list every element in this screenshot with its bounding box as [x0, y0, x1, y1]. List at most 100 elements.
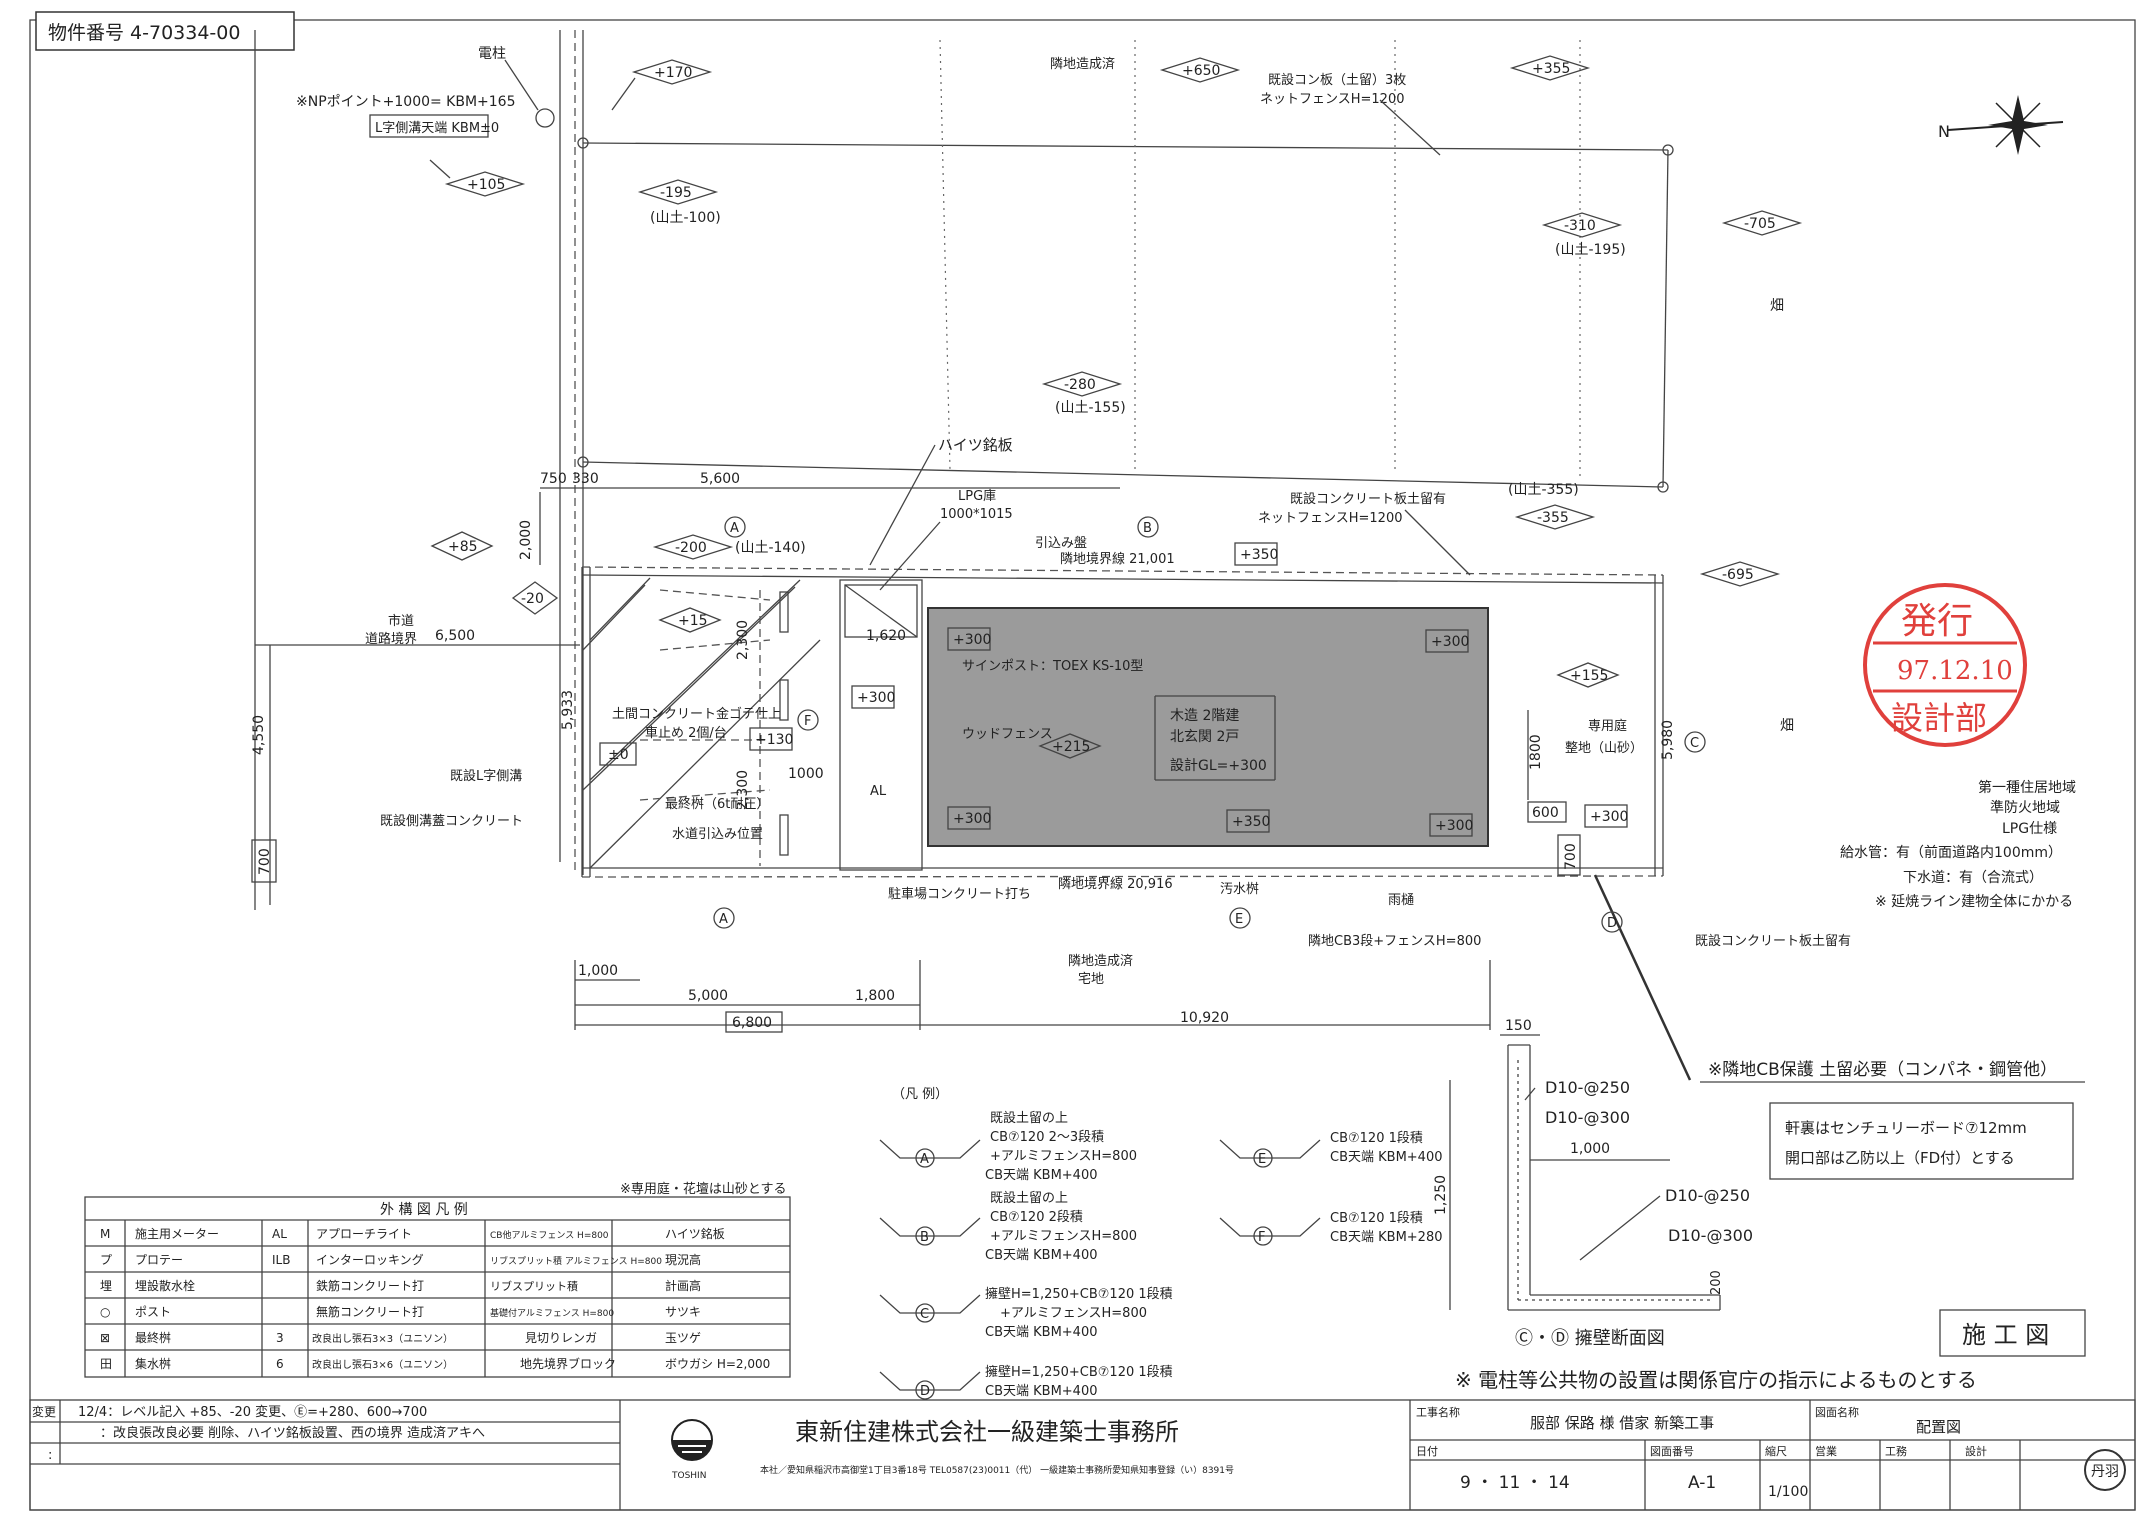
svg-text:+85: +85	[448, 539, 478, 555]
intake-board-label: 引込み盤	[1035, 536, 1087, 551]
net-fence-top: ネットフェンスH=1200	[1260, 92, 1405, 107]
building-entrance: 北玄関 2戸	[1170, 728, 1239, 745]
title-block: 変更 12/4：レベル記入 +85、-20 変更、Ⓔ=+280、600→700 …	[29, 1399, 2136, 1511]
svg-text:ボウガシ H=2,000: ボウガシ H=2,000	[665, 1357, 770, 1371]
svg-text:A: A	[920, 1152, 929, 1167]
parking-area	[582, 577, 821, 869]
private-garden-leveling: 整地（山砂）	[1565, 741, 1643, 756]
svg-text:C: C	[1690, 736, 1699, 751]
svg-text:改良出し張石3×6（ユニソン）: 改良出し張石3×6（ユニソン）	[312, 1358, 453, 1371]
wall-section-title: Ⓒ・Ⓓ 擁壁断面図	[1515, 1328, 1665, 1349]
svg-text:+105: +105	[467, 177, 505, 193]
field-label-1: 畑	[1770, 298, 1784, 314]
svg-text:+300: +300	[953, 632, 991, 648]
svg-text:CB天端 KBM+400: CB天端 KBM+400	[985, 1168, 1098, 1183]
existing-retaining-label: 既設コンクリート板土留有	[1290, 491, 1446, 507]
section-legend-title: （凡 例）	[892, 1087, 948, 1102]
svg-text:ハイツ銘板: ハイツ銘板	[665, 1226, 725, 1241]
svg-text:A: A	[719, 912, 728, 927]
construction-col: 工務	[1885, 1444, 1907, 1458]
right-retaining-label: 既設コンクリート板土留有	[1695, 933, 1851, 949]
svg-text:D10-@250: D10-@250	[1545, 1078, 1630, 1097]
utility-pole-label: 電柱	[478, 46, 506, 62]
retaining-wall-section: 150 1,250 1,000 200 D10-@250 D10-@300 D1…	[1433, 1018, 1753, 1349]
svg-text:+300: +300	[953, 811, 991, 827]
svg-text:+350: +350	[1232, 814, 1270, 830]
svg-text:E: E	[1235, 912, 1243, 927]
building-footprint	[927, 607, 1489, 847]
gutter-cover-label: 雨樋	[1388, 892, 1414, 908]
building-gl: 設計GL=+300	[1170, 758, 1267, 774]
svg-text:埋設散水栓: 埋設散水栓	[135, 1278, 195, 1293]
drawing-name-label: 図面名称	[1815, 1405, 1859, 1419]
company-address: 本社／愛知県稲沢市高御堂1丁目3番18号 TEL0587(23)0011（代） …	[760, 1464, 1234, 1476]
svg-text:CB⑦120 1段積: CB⑦120 1段積	[1330, 1211, 1423, 1226]
svg-text:330: 330	[572, 471, 599, 487]
svg-text:鉄筋コンクリート打: 鉄筋コンクリート打	[316, 1278, 424, 1293]
svg-text:アプローチライト: アプローチライト	[316, 1227, 412, 1241]
wood-fence-label: ウッドフェンス	[962, 727, 1053, 742]
svg-text:発行: 発行	[1901, 601, 1973, 642]
project-name: 服部 保路 様 借家 新築工事	[1530, 1414, 1714, 1432]
drawing-number: A-1	[1688, 1473, 1716, 1493]
date-label: 日付	[1416, 1445, 1438, 1458]
svg-text:AL: AL	[272, 1227, 287, 1241]
svg-text:CB天端 KBM+400: CB天端 KBM+400	[985, 1248, 1098, 1263]
svg-text:既設土留の上: 既設土留の上	[990, 1190, 1068, 1206]
svg-text:○: ○	[100, 1305, 110, 1319]
city-road-label: 市道	[388, 613, 414, 629]
svg-text:F: F	[1258, 1230, 1265, 1245]
svg-text:+215: +215	[1052, 739, 1090, 755]
svg-text:F: F	[804, 714, 811, 729]
svg-text:D: D	[1607, 916, 1617, 931]
site-top-boundary	[582, 142, 1669, 151]
svg-text:700: 700	[257, 848, 273, 875]
svg-text:1,800: 1,800	[855, 988, 895, 1004]
svg-text:D10-@300: D10-@300	[1668, 1226, 1753, 1245]
level-markers: +170 +650 +355 +105 -195 (山土-100) -310 (…	[429, 55, 1803, 615]
property-number: 物件番号 4-70334-00	[48, 22, 240, 44]
svg-text:CB⑦120 2段積: CB⑦120 2段積	[990, 1210, 1083, 1225]
final-basin-label: 最終桝（6t耐圧）	[665, 796, 769, 812]
boundary-top-label: 隣地境界線 21,001	[1060, 551, 1175, 567]
svg-text:+355: +355	[1532, 61, 1570, 77]
svg-text:CB天端 KBM+280: CB天端 KBM+280	[1330, 1230, 1443, 1245]
svg-text:-695: -695	[1722, 567, 1754, 583]
svg-text:5,000: 5,000	[688, 988, 728, 1004]
revision-label: 変更	[32, 1404, 56, 1419]
net-fence-label: ネットフェンスH=1200	[1258, 511, 1403, 526]
svg-text:+アルミフェンスH=800: +アルミフェンスH=800	[1000, 1306, 1147, 1321]
svg-text:750: 750	[540, 471, 567, 487]
svg-text:2,300: 2,300	[735, 620, 751, 660]
adjacent-residential: 宅地	[1078, 972, 1104, 987]
svg-text:3: 3	[276, 1331, 284, 1345]
svg-text:ILB: ILB	[272, 1253, 290, 1267]
eave-notes-box: 軒裏はセンチュリーボード⑦12mm 開口部は乙防以上（FD付）とする	[1769, 1102, 2074, 1180]
field-label-2: 畑	[1780, 718, 1794, 734]
svg-text:4,550: 4,550	[251, 715, 267, 755]
section-markers: A B C D E F A	[713, 516, 1706, 933]
svg-text:給水管：有（前面道路内100mm）: 給水管：有（前面道路内100mm）	[1840, 844, 2062, 861]
svg-text:CB天端 KBM+400: CB天端 KBM+400	[985, 1384, 1098, 1399]
drawing-name: 配置図	[1916, 1418, 1961, 1436]
svg-text:(山土-100): (山土-100)	[650, 210, 721, 226]
design-col: 設計	[1965, 1444, 1987, 1458]
l-gutter-level: L字側溝天端 KBM±0	[375, 121, 499, 136]
svg-text:+130: +130	[755, 732, 793, 748]
svg-text:-355: -355	[1537, 510, 1569, 526]
utility-note: ※ 電柱等公共物の設置は関係官庁の指示によるものとする	[1455, 1368, 1977, 1392]
svg-text:軒裏はセンチュリーボード⑦12mm: 軒裏はセンチュリーボード⑦12mm	[1785, 1119, 2027, 1137]
svg-text:施 工 図: 施 工 図	[1962, 1321, 2049, 1349]
svg-text:600: 600	[1532, 805, 1559, 821]
svg-text:(山土-195): (山土-195)	[1555, 242, 1626, 258]
issue-stamp: 発行 97.12.10 設計部	[1863, 583, 2027, 747]
svg-text:計画高: 計画高	[665, 1278, 701, 1293]
svg-text:1,000: 1,000	[578, 963, 618, 979]
svg-text:1000: 1000	[788, 766, 824, 782]
svg-text:+300: +300	[857, 690, 895, 706]
svg-text:-310: -310	[1564, 218, 1596, 234]
lot-boundary	[581, 566, 1664, 878]
svg-text:⊠: ⊠	[100, 1331, 110, 1345]
lpg-size: 1000*1015	[940, 507, 1013, 522]
np-point: ※NPポイント+1000= KBM+165	[296, 94, 516, 110]
